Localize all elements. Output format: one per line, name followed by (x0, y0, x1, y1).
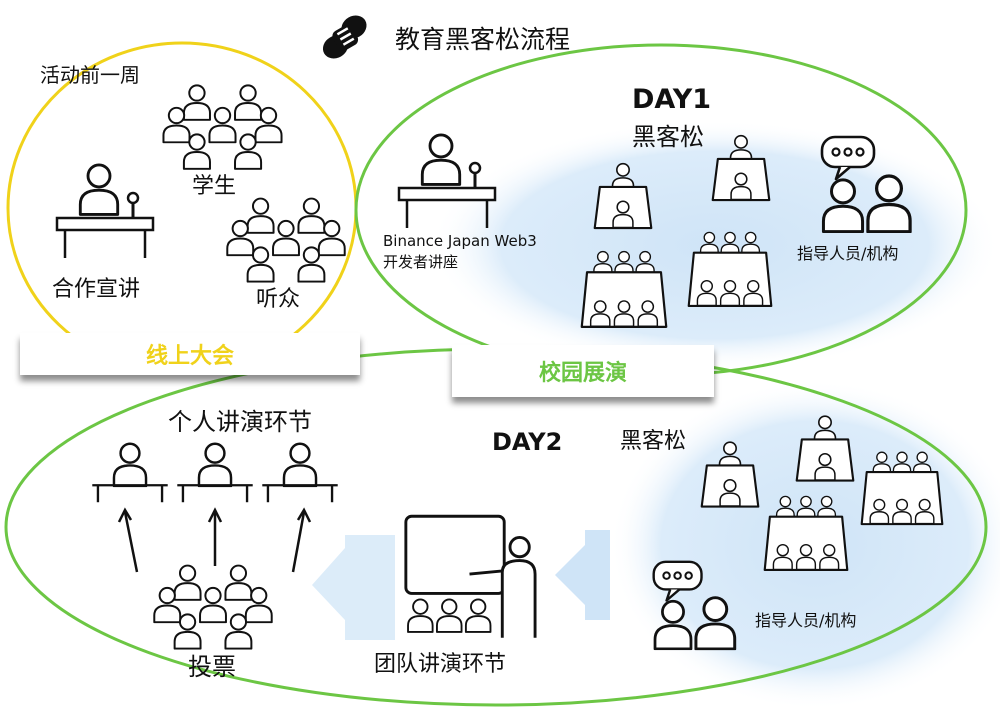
day2-mentors-label: 指导人员/机构 (755, 611, 856, 630)
students-label: 学生 (192, 174, 236, 199)
lecture-label-line2: 开发者讲座 (383, 253, 458, 271)
day1-mentors-label: 指导人员/机构 (797, 244, 898, 263)
vote-label: 投票 (188, 653, 236, 681)
online-conference-label: 线上大会 (20, 333, 360, 375)
small-podium-icon (177, 444, 252, 502)
big-arrow-left-icon (312, 535, 395, 640)
partner-talk-label: 合作宣讲 (52, 277, 140, 302)
day2-hackathon-label: 黑客松 (620, 429, 686, 454)
audience-label: 听众 (256, 287, 300, 312)
day1-hackathon-label: 黑客松 (632, 123, 704, 151)
week-before-label: 活动前一周 (40, 63, 140, 87)
lecture-label-line1: Binance Japan Web3 (383, 232, 537, 250)
campus-showcase-label: 校园展演 (452, 345, 714, 397)
students-crowd-icon (163, 85, 281, 169)
bee-logo-icon (322, 15, 367, 59)
day1-title: DAY1 (632, 84, 711, 115)
audience-crowd-icon (227, 199, 344, 282)
individual-presentation-label: 个人讲演环节 (168, 408, 312, 436)
team-presentation-label: 团队讲演环节 (374, 652, 506, 677)
day2-title: DAY2 (492, 428, 562, 456)
presentation-board-icon (406, 516, 535, 638)
big-arrow-left-icon (555, 530, 610, 620)
small-podium-icon (92, 444, 167, 502)
page-title: 教育黑客松流程 (395, 25, 570, 54)
podium-speaker-icon (57, 165, 153, 258)
arrow-up-icon (117, 507, 312, 573)
small-podium-icon (262, 444, 337, 502)
voters-crowd-icon (154, 566, 271, 649)
